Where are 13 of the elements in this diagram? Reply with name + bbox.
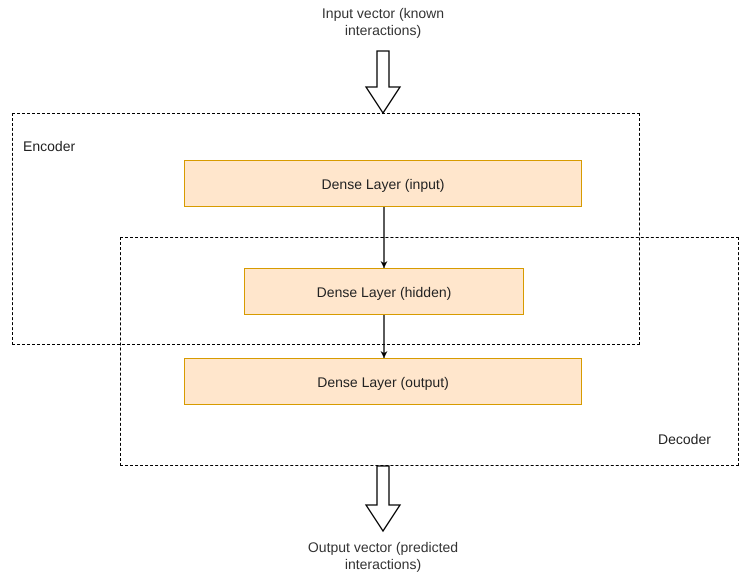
vector-label: Input vector (known interactions) [313, 5, 453, 43]
arrow [380, 207, 388, 268]
block-arrow [364, 50, 402, 114]
arrow [380, 315, 388, 358]
layer-box: Dense Layer (input) [184, 160, 582, 207]
group-label: Encoder [23, 138, 76, 154]
layer-box: Dense Layer (hidden) [244, 268, 524, 315]
group-label: Decoder [658, 431, 711, 447]
group-frame [12, 113, 640, 345]
group-frame [120, 237, 739, 466]
block-arrow [364, 465, 402, 532]
vector-label: Output vector (predicted interactions) [283, 539, 483, 577]
layer-box: Dense Layer (output) [184, 358, 582, 405]
